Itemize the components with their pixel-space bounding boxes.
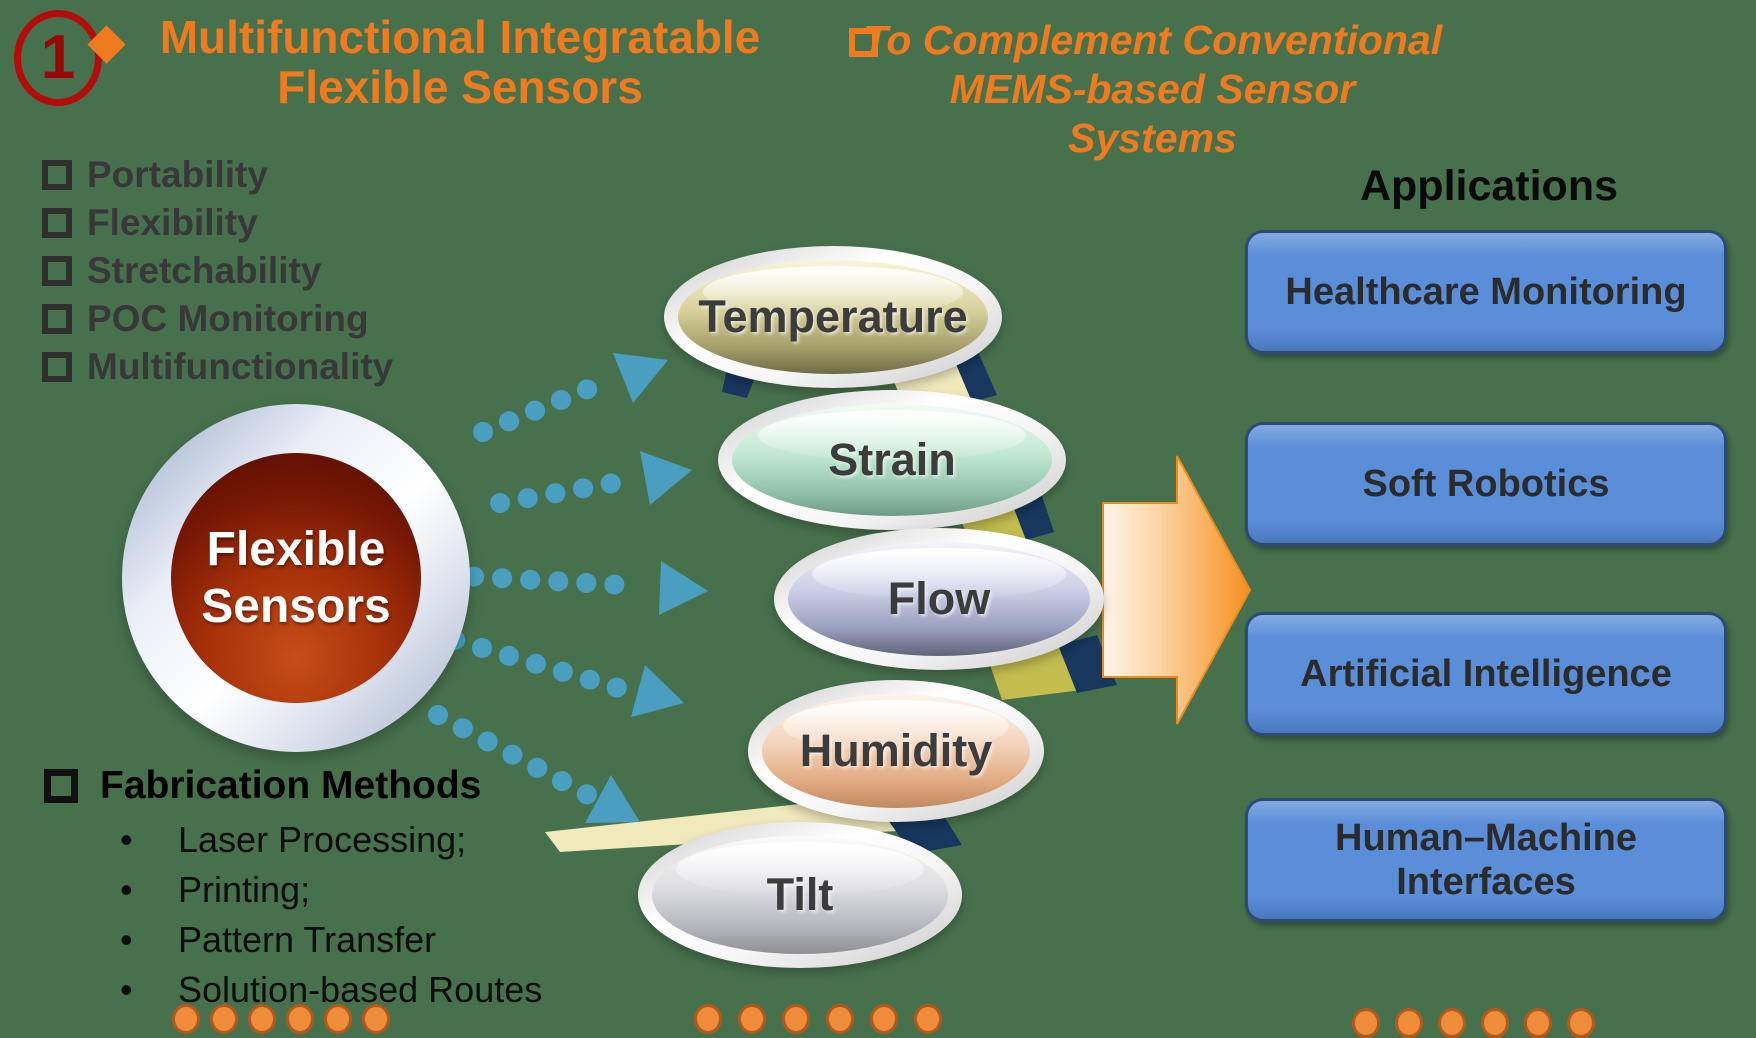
feature-label: Stretchability [87,250,322,291]
feature-label: Flexibility [87,202,258,243]
main-title-line1: Multifunctional Integratable [159,11,761,63]
arrowhead-icon [613,353,668,403]
fabrication-item: Pattern Transfer [112,915,542,965]
sensor-label: Humidity [799,725,993,776]
arrowhead-icon [659,561,708,615]
orange-dot-row [172,1004,390,1034]
orange-dot-icon [1395,1008,1423,1038]
orange-dot-icon [324,1004,352,1034]
orange-dot-icon [362,1004,390,1034]
application-box-human-machine-interfaces: Human–Machine Interfaces [1245,798,1727,922]
orange-dot-icon [172,1004,200,1034]
feature-item: Stretchability [42,247,393,295]
big-orange-arrow-icon [1102,455,1252,725]
checkbox-icon [42,160,72,190]
checkbox-icon [42,352,72,382]
flexible-sensors-hub-core: Flexible Sensors [171,453,421,703]
orange-dot-icon [782,1004,810,1034]
orange-dot-icon [914,1004,942,1034]
sensor-ellipse-strain: Strain [718,390,1066,530]
application-box-healthcare-monitoring: Healthcare Monitoring [1245,230,1727,354]
checkbox-icon [44,769,78,803]
arrowheads [585,353,708,823]
applications-title: Applications [1359,162,1619,210]
step-number-badge: 1 [14,10,102,106]
hub-label-line1: Flexible [206,523,386,576]
orange-dot-icon [1567,1008,1595,1038]
dotted-arrow-flow [436,565,650,596]
sensor-ellipse-body: Temperature [678,260,988,374]
orange-dot-icon [870,1004,898,1034]
main-title: Multifunctional Integratable Flexible Se… [120,12,800,112]
arrowhead-icon [640,451,692,505]
fabrication-item: Printing; [112,865,542,915]
feature-item: Flexibility [42,199,393,247]
orange-dot-icon [210,1004,238,1034]
application-box-artificial-intelligence: Artificial Intelligence [1245,612,1727,736]
orange-dot-icon [286,1004,314,1034]
orange-dot-icon [826,1004,854,1034]
checkbox-icon [849,28,878,57]
dotted-arrow-temperature [473,372,615,442]
hub-label-line2: Sensors [201,580,391,633]
sensor-ellipse-temperature: Temperature [664,246,1002,388]
dotted-arrow-strain [490,470,640,513]
feature-label: POC Monitoring [87,298,369,339]
feature-list: Portability Flexibility Stretchability P… [42,151,393,391]
feature-item: POC Monitoring [42,295,393,343]
orange-dot-icon [1524,1008,1552,1038]
dotted-arrow-tilt [428,705,600,806]
checkbox-icon [42,304,72,334]
orange-dot-row [694,1004,942,1034]
subtitle-line1: To Complement Conventional [862,17,1443,63]
orange-dot-icon [1438,1008,1466,1038]
sensor-ellipse-humidity: Humidity [748,680,1044,822]
sensor-ellipse-body: Strain [732,404,1052,516]
subtitle-line2: MEMS-based Sensor Systems [949,66,1356,161]
feature-label: Portability [87,154,268,195]
fabrication-methods-title: Fabrication Methods [100,764,482,807]
application-box-soft-robotics: Soft Robotics [1245,422,1727,546]
feature-item: Portability [42,151,393,199]
fabrication-item: Solution-based Routes [112,965,542,1015]
arrowhead-icon [585,775,640,823]
fabrication-methods-header: Fabrication Methods [44,764,481,808]
orange-dot-icon [694,1004,722,1034]
feature-item: Multifunctionality [42,343,393,391]
checkbox-icon [42,208,72,238]
orange-dot-icon [738,1004,766,1034]
flexible-sensors-hub: Flexible Sensors [122,404,470,752]
orange-dot-icon [1481,1008,1509,1038]
arrowhead-icon [631,665,684,717]
sensor-ellipse-body: Flow [788,542,1090,656]
sensor-ellipse-body: Tilt [652,836,948,954]
orange-dot-icon [248,1004,276,1034]
checkbox-icon [42,256,72,286]
orange-dot-row [1352,1008,1595,1038]
fabrication-item: Laser Processing; [112,815,542,865]
orange-dot-icon [1352,1008,1380,1038]
sensor-ellipse-body: Humidity [762,694,1030,808]
sensor-ellipse-flow: Flow [774,528,1104,670]
dotted-arrow-humidity [445,630,628,698]
subtitle: To Complement Conventional MEMS-based Se… [860,16,1445,163]
badge-number: 1 [40,23,76,92]
sensor-label: Strain [828,434,956,485]
main-title-line2: Flexible Sensors [277,61,643,113]
feature-label: Multifunctionality [87,346,394,387]
dotted-arrows [428,372,650,806]
sensor-ellipse-tilt: Tilt [638,822,962,968]
sensor-label: Flow [887,573,991,624]
sensor-label: Temperature [698,291,968,342]
fabrication-methods-list: Laser Processing; Printing; Pattern Tran… [112,815,542,1015]
sensor-label: Tilt [766,869,834,920]
